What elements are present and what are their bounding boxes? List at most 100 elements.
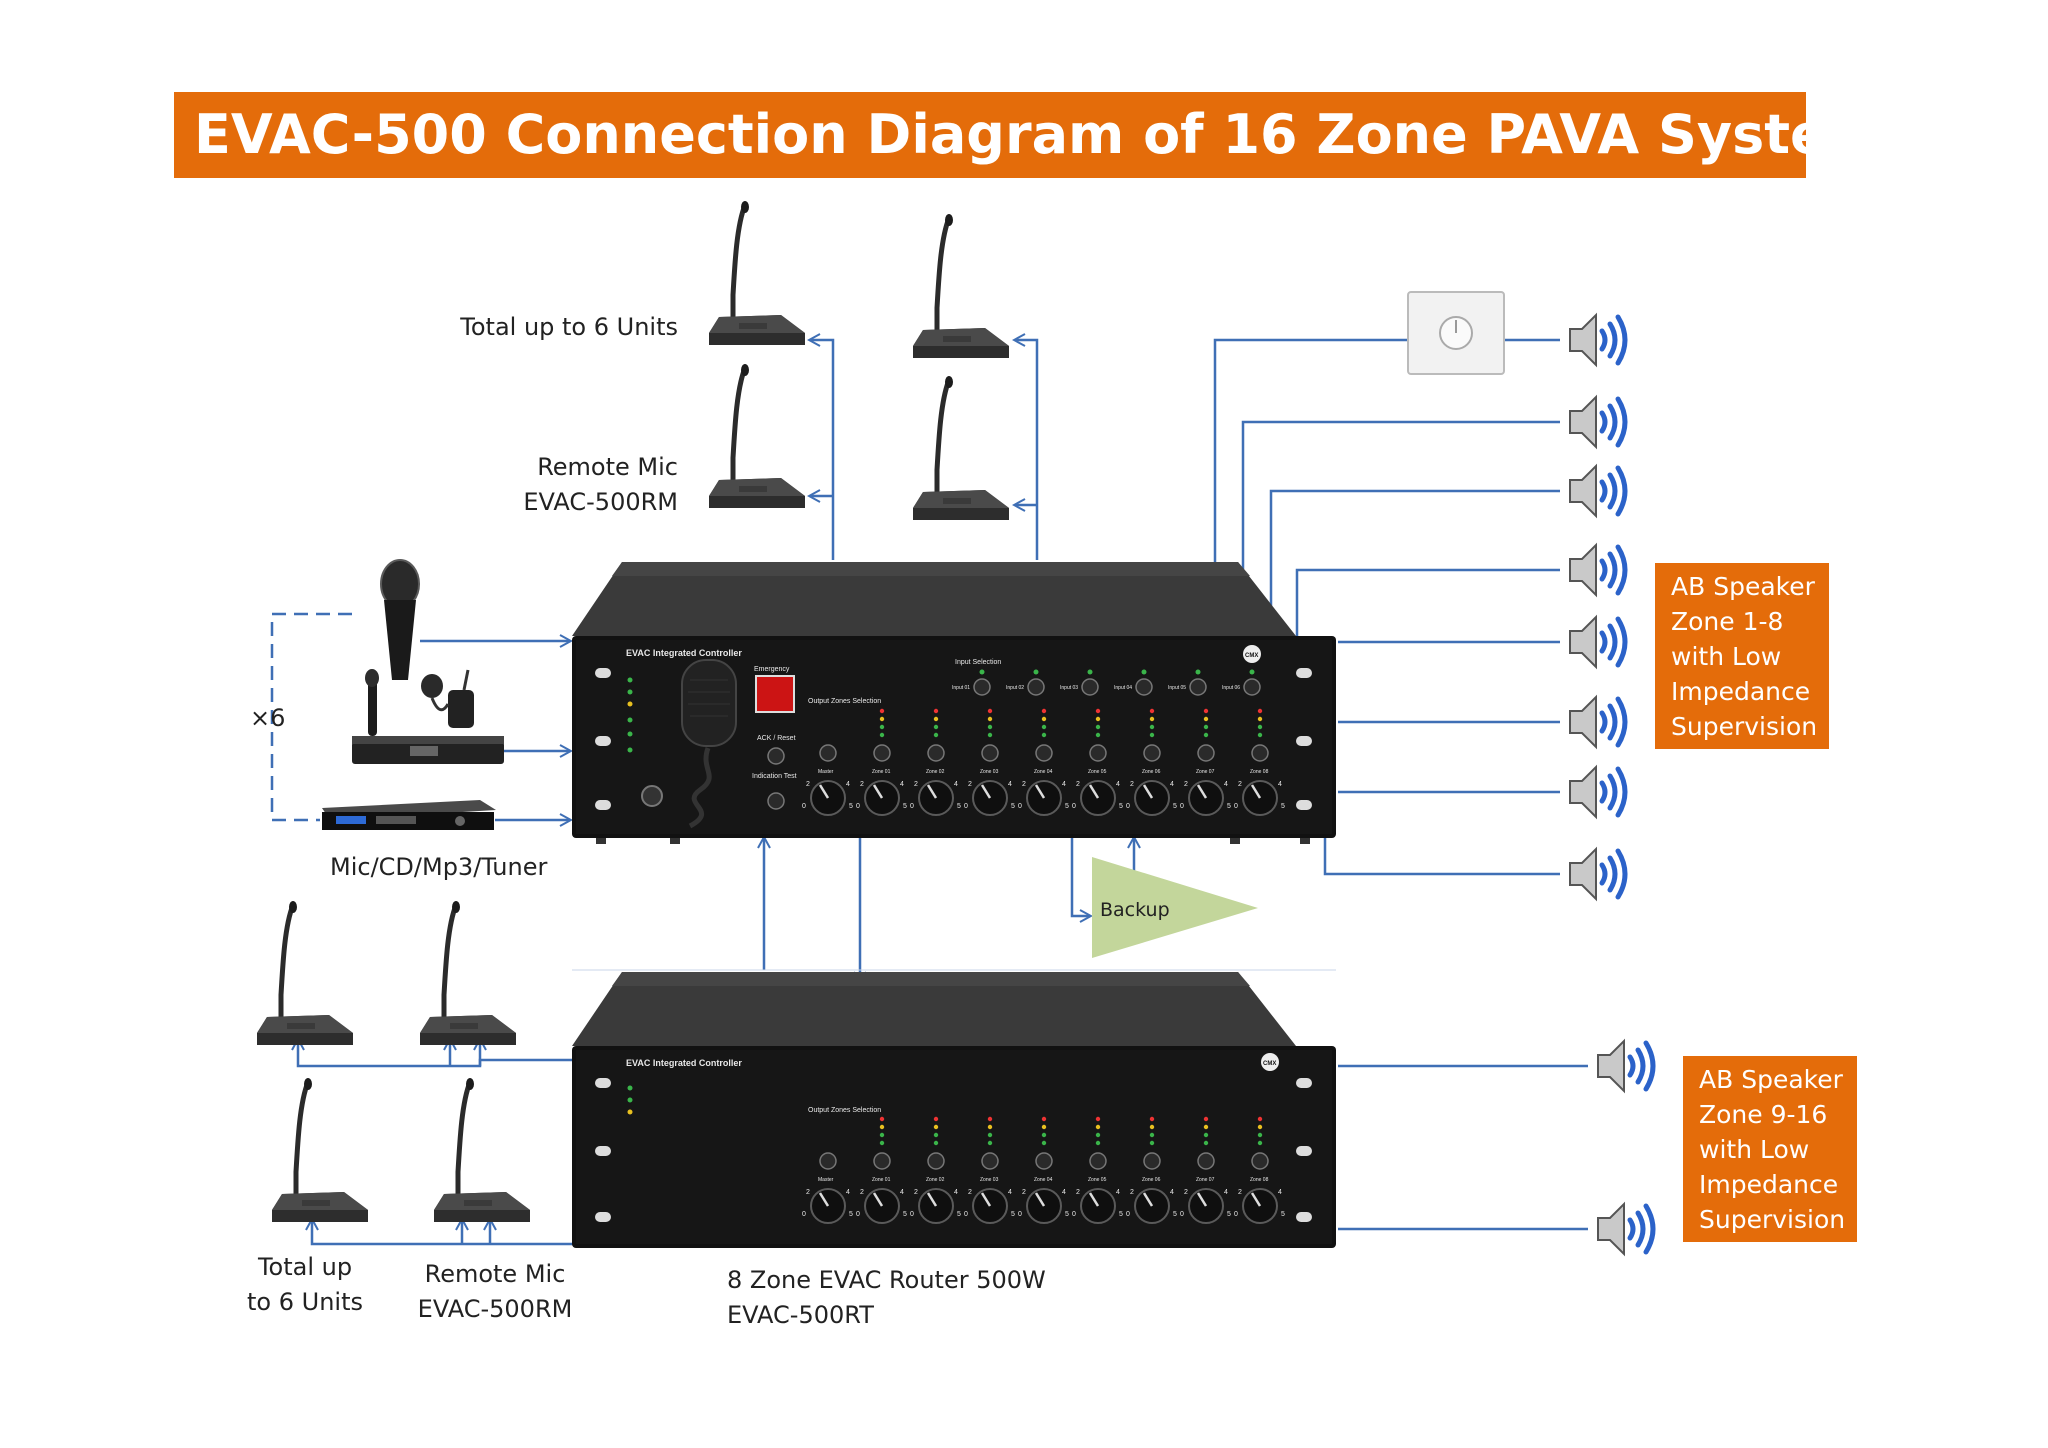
zone-select-button[interactable]	[981, 744, 999, 762]
input-select-button[interactable]	[1027, 678, 1045, 696]
zone-status-led	[1149, 1140, 1155, 1146]
top-units-label: Total up to 6 Units	[460, 313, 678, 341]
input-select-button[interactable]	[1189, 678, 1207, 696]
zone-knob-label: Master	[818, 769, 834, 775]
zone-select-button[interactable]	[927, 1152, 945, 1170]
zone-status-led	[987, 1124, 993, 1130]
zone-select-button[interactable]	[873, 744, 891, 762]
zone-status-led	[1149, 1124, 1155, 1130]
emergency-text: Emergency	[754, 666, 790, 673]
zone-box-1-line-2: Zone 1-8	[1671, 607, 1784, 636]
zone-status-led	[1149, 708, 1155, 714]
zone-select-button[interactable]	[1197, 1152, 1215, 1170]
zone-status-led	[1203, 708, 1209, 714]
zone-status-led	[1203, 724, 1209, 730]
input-led	[1249, 669, 1255, 675]
remote-mic-bottom-label-2: EVAC-500RM	[417, 1295, 573, 1323]
zone-select-button[interactable]	[1035, 744, 1053, 762]
router-label-2: EVAC-500RT	[727, 1301, 874, 1329]
zone-box-1-line-4: Impedance	[1671, 677, 1811, 706]
zone-status-led	[987, 1132, 993, 1138]
zone-status-led	[933, 708, 939, 714]
speaker-zone-8	[1570, 849, 1625, 899]
controller-brand-text: CMX	[1245, 653, 1258, 659]
remote-mic-top-1	[709, 201, 805, 345]
bottom-units-label-1: Total up	[257, 1253, 353, 1281]
zone-status-led	[1149, 724, 1155, 730]
zone-select-button[interactable]	[1197, 744, 1215, 762]
input-led	[1195, 669, 1201, 675]
input-select-button[interactable]	[1135, 678, 1153, 696]
zone-status-led	[1041, 1132, 1047, 1138]
zone-box-1-line-5: Supervision	[1671, 712, 1818, 741]
zone-status-led	[1257, 732, 1263, 738]
speaker-zone-1	[1570, 315, 1625, 365]
zone-status-led	[933, 716, 939, 722]
zone-status-led	[1095, 1132, 1101, 1138]
zone-status-led	[879, 716, 885, 722]
handheld-microphone	[380, 559, 420, 680]
zone-status-led	[1041, 1124, 1047, 1130]
zone-select-button[interactable]	[1089, 744, 1107, 762]
remote-mic-top-label-2: EVAC-500RM	[523, 488, 678, 516]
evac-controller: EVAC Integrated Controller Emergency ACK…	[572, 562, 1336, 844]
zone-knob-label: Zone 06	[1142, 1177, 1161, 1183]
zone-select-button[interactable]	[873, 1152, 891, 1170]
input-select-button[interactable]	[1243, 678, 1261, 696]
zone-select-button[interactable]	[927, 744, 945, 762]
zone-select-button[interactable]	[1035, 1152, 1053, 1170]
zone-knob-label: Zone 01	[872, 1177, 891, 1183]
zone-status-led	[879, 708, 885, 714]
zone-select-button[interactable]	[1143, 1152, 1161, 1170]
zone-select-button[interactable]	[819, 1152, 837, 1170]
zone-box-2-line-2: Zone 9-16	[1699, 1100, 1828, 1129]
zone-status-led	[1041, 1116, 1047, 1122]
zone-knob-label: Zone 05	[1088, 769, 1107, 775]
zone-status-led	[1041, 708, 1047, 714]
zone-status-led	[879, 1132, 885, 1138]
zone-status-led	[987, 716, 993, 722]
zone-status-led	[987, 724, 993, 730]
input-select-button[interactable]	[1081, 678, 1099, 696]
output-zones-text: Output Zones Selection	[808, 698, 881, 705]
input-select-button[interactable]	[973, 678, 991, 696]
input-led	[1141, 669, 1147, 675]
zone-status-led	[987, 1140, 993, 1146]
router-name-text: EVAC Integrated Controller	[626, 1058, 742, 1068]
input-label: Input 06	[1222, 685, 1240, 691]
zone-box-1-line-1: AB Speaker	[1671, 572, 1815, 601]
zone-select-button[interactable]	[1143, 744, 1161, 762]
zone-status-led	[1041, 1140, 1047, 1146]
zone-select-button[interactable]	[1089, 1152, 1107, 1170]
zone-knob-label: Zone 08	[1250, 769, 1269, 775]
remote-mic-bottom-4	[434, 1078, 530, 1222]
zone-status-led	[1149, 1132, 1155, 1138]
zone-status-led	[1257, 724, 1263, 730]
input-label: Input 01	[952, 685, 970, 691]
speaker-zone-2	[1570, 397, 1625, 447]
zone-knob-label: Zone 02	[926, 1177, 945, 1183]
input-label: Input 05	[1168, 685, 1186, 691]
remote-mic-bottom-1	[257, 901, 353, 1045]
zone-select-button[interactable]	[1251, 744, 1269, 762]
zone-status-led	[987, 1116, 993, 1122]
zone-status-led	[1203, 1132, 1209, 1138]
zone-status-led	[933, 1132, 939, 1138]
zone-box-2-line-5: Supervision	[1699, 1205, 1846, 1234]
zone-box-2-line-1: AB Speaker	[1699, 1065, 1843, 1094]
zone-knob-label: Zone 04	[1034, 769, 1053, 775]
backup-label: Backup	[1100, 899, 1170, 921]
zone-box-2-line-4: Impedance	[1699, 1170, 1839, 1199]
zone-status-led	[1095, 1124, 1101, 1130]
zone-status-led	[879, 732, 885, 738]
zone-select-button[interactable]	[981, 1152, 999, 1170]
zone-knob-label: Zone 08	[1250, 1177, 1269, 1183]
zone-select-button[interactable]	[819, 744, 837, 762]
wireless-receiver	[352, 669, 504, 764]
zone-status-led	[1257, 1124, 1263, 1130]
zone-1-8-box: AB Speaker Zone 1-8 with Low Impedance S…	[1655, 563, 1829, 749]
speaker-zone-4	[1570, 545, 1625, 595]
zone-knob-label: Zone 07	[1196, 769, 1215, 775]
zone-select-button[interactable]	[1251, 1152, 1269, 1170]
